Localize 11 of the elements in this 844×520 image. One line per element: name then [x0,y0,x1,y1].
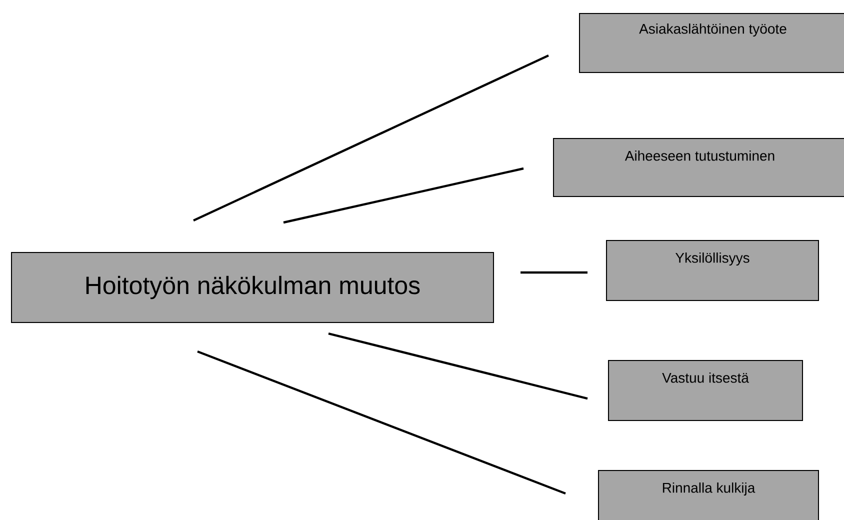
connector-line [328,332,588,400]
subtopic-box: Asiakaslähtöinen työote [579,13,844,73]
topic-box: Hoitotyön näkökulman muutos [11,252,494,323]
connector-line [283,167,524,224]
subtopic-box: Aiheeseen tutustuminen [553,138,844,197]
connector-line [193,54,549,222]
connector-line [520,271,588,274]
subtopic-box: Vastuu itsestä [608,360,803,421]
connector-line [197,350,566,495]
subtopic-box: Yksilöllisyys [606,240,819,301]
subtopic-box: Rinnalla kulkija [598,470,819,520]
